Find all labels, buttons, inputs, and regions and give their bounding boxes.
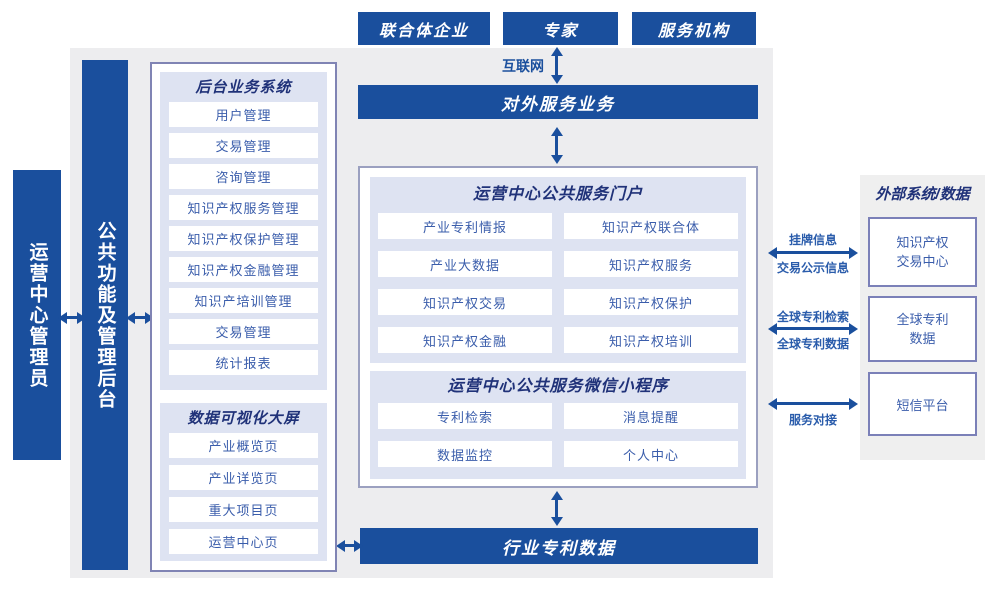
global-patent-data-label: 全球专利数据 bbox=[776, 337, 849, 351]
miniprogram-item: 专利检索 bbox=[378, 403, 552, 429]
operations-admin-label: 运营中心管理员 bbox=[26, 241, 48, 389]
trade-center-arrow-icon bbox=[777, 251, 849, 254]
miniprogram-item: 个人中心 bbox=[564, 441, 738, 467]
backend-system-section: 后台业务系统 用户管理 交易管理 咨询管理 知识产权服务管理 知识产权保护管理 … bbox=[160, 72, 327, 390]
actor-box-agency: 服务机构 bbox=[632, 12, 756, 45]
trade-publicity-label: 交易公示信息 bbox=[776, 261, 849, 275]
operations-admin-box: 运营中心管理员 bbox=[13, 170, 61, 460]
portal-item: 知识产权保护 bbox=[564, 289, 738, 315]
actor-box-expert: 专家 bbox=[503, 12, 618, 45]
actor-label: 专家 bbox=[542, 22, 579, 40]
external-system-label: 全球专利数据 bbox=[896, 311, 949, 347]
external-system-sms: 短信平台 bbox=[868, 372, 977, 436]
external-system-trade-center: 知识产权交易中心 bbox=[868, 217, 977, 287]
backend-item: 统计报表 bbox=[169, 350, 318, 375]
external-system-label: 知识产权交易中心 bbox=[896, 234, 949, 270]
actor-box-consortium: 联合体企业 bbox=[358, 12, 490, 45]
dashboard-list: 产业概览页 产业详览页 重大项目页 运营中心页 bbox=[160, 433, 327, 554]
portal-item: 产业专利情报 bbox=[378, 213, 552, 239]
backend-item: 知识产权保护管理 bbox=[169, 226, 318, 251]
miniprogram-items-grid: 专利检索 消息提醒 数据监控 个人中心 bbox=[370, 403, 746, 467]
portal-item: 产业大数据 bbox=[378, 251, 552, 277]
backend-system-list: 用户管理 交易管理 咨询管理 知识产权服务管理 知识产权保护管理 知识产权金融管… bbox=[160, 102, 327, 375]
service-docking-label: 服务对接 bbox=[788, 413, 837, 427]
dashboard-item: 重大项目页 bbox=[169, 497, 318, 522]
global-patent-arrow-icon bbox=[777, 327, 849, 330]
portal-item: 知识产权金融 bbox=[378, 327, 552, 353]
portal-item: 知识产权服务 bbox=[564, 251, 738, 277]
backend-item: 知识产权服务管理 bbox=[169, 195, 318, 220]
miniprogram-title: 运营中心公共服务微信小程序 bbox=[447, 378, 669, 395]
miniprogram-item: 数据监控 bbox=[378, 441, 552, 467]
global-patent-search-label: 全球专利检索 bbox=[776, 310, 849, 324]
backend-item: 用户管理 bbox=[169, 102, 318, 127]
public-functions-label: 公共功能及管理后台 bbox=[94, 220, 116, 410]
portal-item: 知识产权培训 bbox=[564, 327, 738, 353]
portal-item: 知识产权交易 bbox=[378, 289, 552, 315]
dashboard-section: 数据可视化大屏 产业概览页 产业详览页 重大项目页 运营中心页 bbox=[160, 403, 327, 561]
backend-system-title: 后台业务系统 bbox=[195, 79, 292, 96]
external-system-global-patent: 全球专利数据 bbox=[868, 296, 977, 362]
backend-item: 知识产培训管理 bbox=[169, 288, 318, 313]
listing-info-label: 挂牌信息 bbox=[788, 233, 837, 247]
external-systems-title: 外部系统/数据 bbox=[875, 186, 970, 203]
external-service-bar: 对外服务业务 bbox=[358, 85, 758, 119]
admin-backend-arrow-icon bbox=[67, 316, 77, 319]
internet-arrow-icon bbox=[555, 56, 558, 75]
actor-label: 联合体企业 bbox=[378, 22, 469, 40]
internet-label: 互联网 bbox=[502, 58, 544, 74]
portal-items-grid: 产业专利情报 知识产权联合体 产业大数据 知识产权服务 知识产权交易 知识产权保… bbox=[370, 213, 746, 353]
service-docking-arrow-icon bbox=[777, 402, 849, 405]
industry-patent-data-label: 行业专利数据 bbox=[502, 538, 616, 558]
portal-section: 运营中心公共服务门户 产业专利情报 知识产权联合体 产业大数据 知识产权服务 知… bbox=[370, 177, 746, 363]
portal-item: 知识产权联合体 bbox=[564, 213, 738, 239]
miniprogram-item: 消息提醒 bbox=[564, 403, 738, 429]
backend-system-arrow-icon bbox=[135, 316, 145, 319]
dashboard-title: 数据可视化大屏 bbox=[187, 410, 300, 427]
dashboard-patent-arrow-icon bbox=[345, 544, 354, 547]
portal-link-arrow-icon bbox=[555, 136, 558, 155]
external-service-label: 对外服务业务 bbox=[501, 94, 615, 114]
dashboard-item: 产业详览页 bbox=[169, 465, 318, 490]
backend-item: 交易管理 bbox=[169, 133, 318, 158]
public-functions-bar: 公共功能及管理后台 bbox=[82, 60, 128, 570]
industry-patent-data-bar: 行业专利数据 bbox=[360, 528, 758, 564]
miniprogram-section: 运营中心公共服务微信小程序 专利检索 消息提醒 数据监控 个人中心 bbox=[370, 371, 746, 479]
dashboard-item: 产业概览页 bbox=[169, 433, 318, 458]
patent-data-arrow-icon bbox=[555, 500, 558, 517]
backend-item: 知识产权金融管理 bbox=[169, 257, 318, 282]
backend-item: 咨询管理 bbox=[169, 164, 318, 189]
dashboard-item: 运营中心页 bbox=[169, 529, 318, 554]
external-system-label: 短信平台 bbox=[896, 397, 949, 413]
portal-title: 运营中心公共服务门户 bbox=[472, 186, 643, 203]
actor-label: 服务机构 bbox=[657, 22, 730, 40]
backend-item: 交易管理 bbox=[169, 319, 318, 344]
